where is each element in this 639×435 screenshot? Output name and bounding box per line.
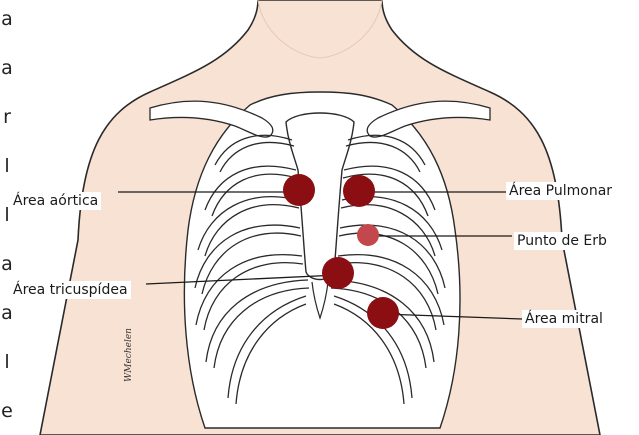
aortic-area-marker [283, 174, 315, 206]
aortic-area-label: Área aórtica [10, 192, 101, 210]
erb-point-label: Punto de Erb [514, 232, 610, 250]
artist-signature: WMechelen [124, 328, 134, 382]
pulmonary-area-label: Área Pulmonar [506, 182, 615, 200]
tricuspid-area-label: Área tricuspídea [10, 281, 131, 299]
pulmonary-area-marker [343, 175, 375, 207]
mitral-area-marker [367, 297, 399, 329]
tricuspid-area-marker [322, 257, 354, 289]
erb-point-marker [357, 224, 379, 246]
mitral-area-label: Área mitral [522, 310, 606, 328]
